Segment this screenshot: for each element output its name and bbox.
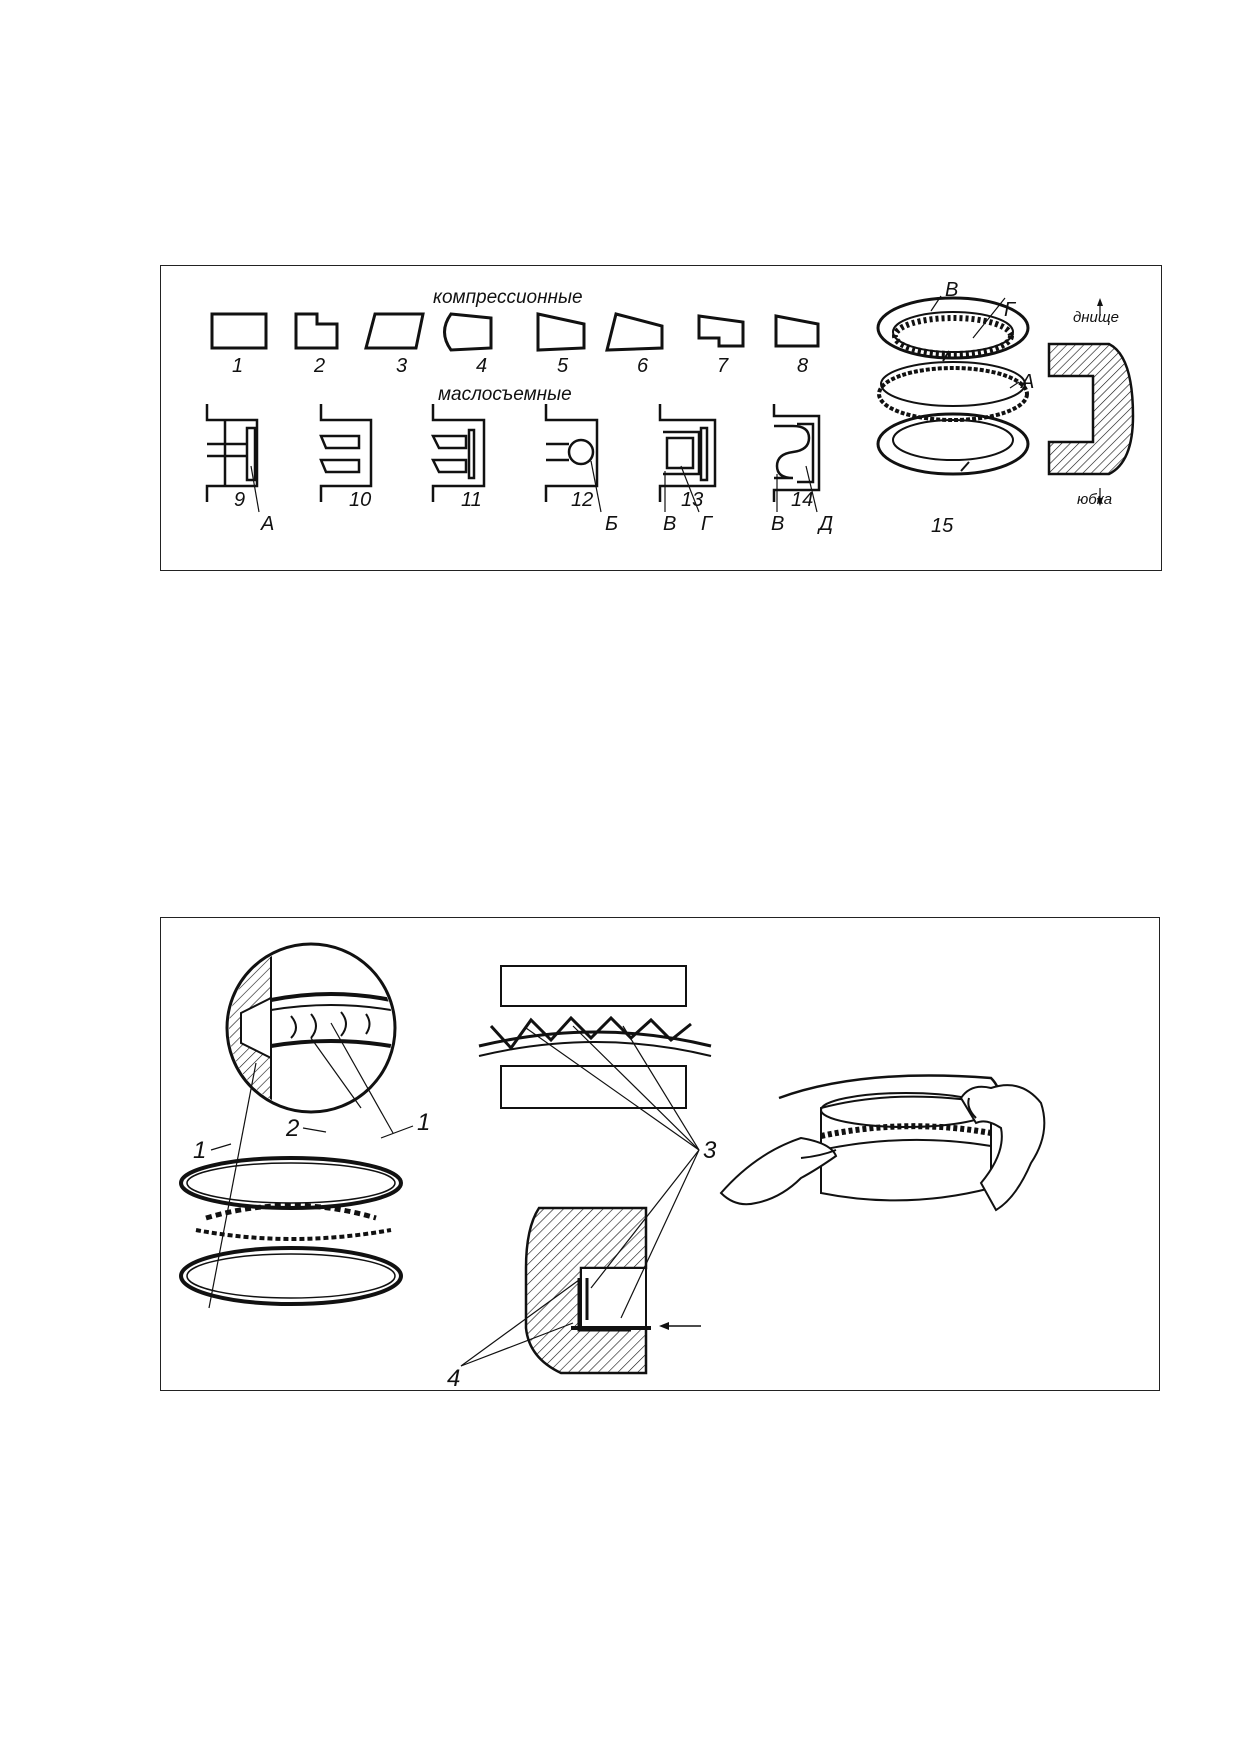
number-12: 12 bbox=[571, 489, 593, 511]
ring-installation-diagram: 1 2 1 3 4 bbox=[179, 942, 1046, 1392]
number-3: 3 bbox=[396, 355, 407, 377]
label-2: 2 bbox=[285, 1115, 299, 1142]
center-labels: 3 4 bbox=[447, 1137, 717, 1392]
profile-11 bbox=[430, 404, 486, 502]
letter-g-13: Г bbox=[701, 513, 714, 535]
profile-6 bbox=[605, 312, 664, 352]
label-piston-skirt: юбка bbox=[1077, 491, 1112, 508]
letter-b-12: Б bbox=[605, 513, 618, 535]
letter-v-13: В bbox=[663, 513, 676, 535]
exploded-rings bbox=[179, 1156, 403, 1306]
letter-a-9: А bbox=[260, 513, 274, 535]
label-3: 3 bbox=[703, 1137, 717, 1164]
piston-section bbox=[1047, 298, 1135, 506]
oil-numbers: 9 10 11 12 13 14 bbox=[234, 489, 813, 511]
ring-assembly-15 bbox=[876, 296, 1030, 476]
profile-8 bbox=[774, 314, 820, 348]
left-label-leaders bbox=[210, 1125, 414, 1151]
profile-5 bbox=[536, 312, 586, 352]
letter-d-14: Д bbox=[817, 513, 833, 535]
number-8: 8 bbox=[797, 355, 808, 377]
label-4: 4 bbox=[447, 1365, 460, 1392]
number-14: 14 bbox=[791, 489, 813, 511]
number-2: 2 bbox=[313, 355, 325, 377]
heading-compression: компрессионные bbox=[433, 287, 583, 308]
profile-1 bbox=[210, 312, 268, 350]
label-1-left: 1 bbox=[193, 1137, 206, 1164]
letter-v-15: В bbox=[945, 279, 958, 301]
heading-oil: маслосъемные bbox=[438, 384, 572, 405]
assembly-leaders bbox=[930, 295, 1020, 389]
label-3-4-leaders bbox=[460, 1025, 700, 1367]
magnified-detail bbox=[225, 942, 397, 1114]
number-7: 7 bbox=[717, 355, 729, 377]
profile-13 bbox=[658, 404, 717, 502]
left-labels: 1 2 1 bbox=[193, 1109, 430, 1164]
number-4: 4 bbox=[476, 355, 487, 377]
letter-a-15: А bbox=[1020, 371, 1034, 393]
oil-letters: А Б В Г В Д bbox=[260, 513, 833, 535]
ring-installation-panel: 1 2 1 3 4 bbox=[160, 917, 1160, 1392]
groove-section bbox=[524, 1206, 701, 1375]
profile-4 bbox=[443, 312, 493, 352]
letter-v-14: В bbox=[771, 513, 784, 535]
number-5: 5 bbox=[557, 355, 569, 377]
oil-profiles bbox=[205, 404, 821, 502]
number-11: 11 bbox=[461, 489, 482, 511]
ring-types-diagram: компрессионные маслосъемные 1 2 3 4 5 6 … bbox=[205, 279, 1135, 537]
number-13: 13 bbox=[681, 489, 703, 511]
profile-2 bbox=[294, 312, 339, 350]
compression-profiles bbox=[210, 312, 820, 352]
profile-12 bbox=[544, 404, 599, 502]
detail-leaders bbox=[208, 1022, 394, 1309]
piston-with-expander bbox=[478, 965, 712, 1109]
number-10: 10 bbox=[349, 489, 371, 511]
profile-14 bbox=[772, 404, 821, 502]
letter-g-15: Г bbox=[1004, 299, 1017, 321]
assembly-letters: В Г А 15 bbox=[931, 279, 1034, 537]
label-1-right: 1 bbox=[417, 1109, 430, 1136]
compression-numbers: 1 2 3 4 5 6 7 8 bbox=[232, 355, 808, 377]
ring-types-panel: компрессионные маслосъемные 1 2 3 4 5 6 … bbox=[160, 265, 1162, 571]
letter-leaders bbox=[250, 460, 818, 513]
label-piston-top: днище bbox=[1073, 309, 1119, 326]
number-1: 1 bbox=[232, 355, 243, 377]
profile-10 bbox=[319, 404, 373, 502]
number-9: 9 bbox=[234, 489, 245, 511]
hands-installing-ring bbox=[719, 1074, 1046, 1212]
number-15: 15 bbox=[931, 515, 954, 537]
profile-9 bbox=[205, 404, 259, 502]
profile-7 bbox=[697, 314, 745, 348]
profile-3 bbox=[364, 312, 425, 350]
number-6: 6 bbox=[637, 355, 649, 377]
